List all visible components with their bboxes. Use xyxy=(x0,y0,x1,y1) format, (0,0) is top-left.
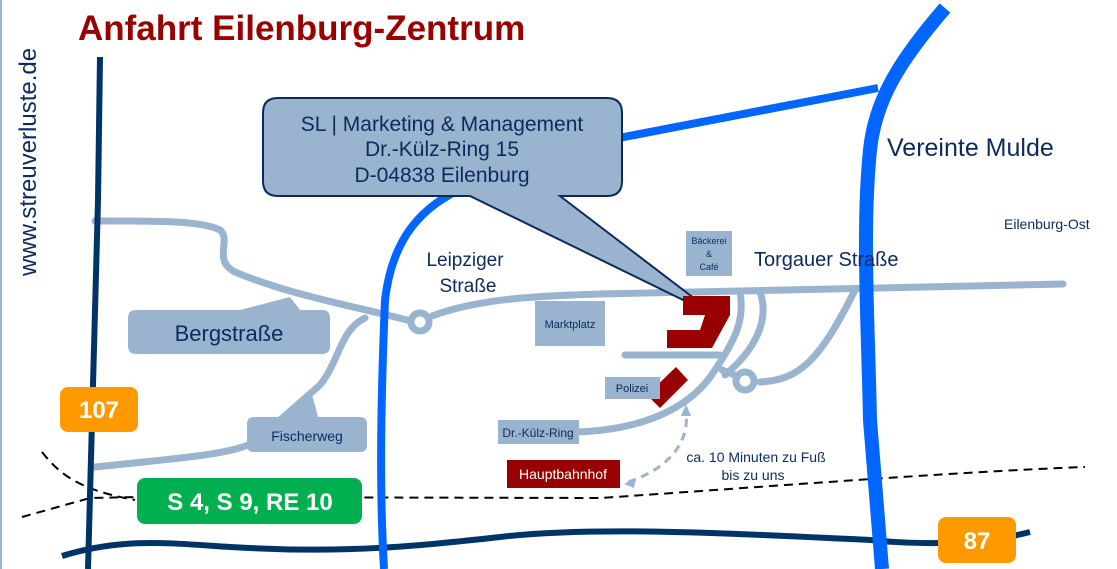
b107-text: 107 xyxy=(79,397,119,424)
river-vereinte-mulde xyxy=(377,3,951,569)
walk-arrow-left-icon xyxy=(624,478,636,488)
callout-bubble xyxy=(262,97,721,319)
river-west-arm xyxy=(377,181,472,569)
main-roads xyxy=(61,56,1031,569)
train-lines-text: S 4, S 9, RE 10 xyxy=(167,489,332,516)
railway-branch xyxy=(41,451,136,501)
badge-b107: 107 xyxy=(60,387,138,432)
fischerweg-text: Fischerweg xyxy=(271,428,343,444)
river-main xyxy=(858,3,951,569)
polizei-text: Polizei xyxy=(616,383,648,395)
label-dr-kuelz-ring: Dr.-Külz-Ring xyxy=(498,420,579,444)
office-building[interactable] xyxy=(667,296,730,348)
address-callout: SL | Marketing & Management Dr.-Külz-Rin… xyxy=(262,97,721,319)
callout-street: Dr.-Külz-Ring 15 xyxy=(365,138,519,161)
b87-text: 87 xyxy=(964,528,991,555)
river-link xyxy=(597,84,879,146)
callout-company: SL | Marketing & Management xyxy=(301,113,584,136)
baeckerei-text: Bäckerei xyxy=(691,236,726,246)
page-title: Anfahrt Eilenburg-Zentrum xyxy=(78,9,525,48)
label-fischerweg: Fischerweg xyxy=(247,394,367,452)
walk-destination-text: bis zu uns xyxy=(721,467,784,483)
river-label: Vereinte Mulde xyxy=(887,134,1054,162)
railway xyxy=(21,451,1086,518)
hauptbahnhof-text: Hauptbahnhof xyxy=(519,466,607,482)
walking-route xyxy=(627,411,688,484)
street-east-link xyxy=(756,286,859,386)
label-bergstrasse: Bergstraße xyxy=(128,297,330,354)
ampersand-text: & xyxy=(706,249,712,259)
label-polizei: Polizei xyxy=(605,377,660,399)
torgauer-strasse-label: Torgauer Straße xyxy=(754,249,899,271)
railway-main xyxy=(21,466,1086,518)
road-b87 xyxy=(61,528,1031,559)
marktplatz-text: Marktplatz xyxy=(545,319,596,331)
website-url[interactable]: www.streuverluste.de xyxy=(15,48,42,277)
label-baeckerei-cafe: Bäckerei & Café xyxy=(686,231,732,276)
roundabout-east xyxy=(732,368,758,394)
eilenburg-ost-label: Eilenburg-Ost xyxy=(1004,216,1090,232)
street-torgauer xyxy=(428,280,1067,320)
label-marktplatz: Marktplatz xyxy=(535,301,605,346)
leipziger-label-line1: Leipziger xyxy=(426,250,504,271)
dr-kuelz-ring-text: Dr.-Külz-Ring xyxy=(502,426,573,440)
street-dr-kuelz-ring xyxy=(571,288,745,436)
walk-arrow-up-icon xyxy=(681,404,691,416)
bergstrasse-text: Bergstraße xyxy=(175,321,284,346)
label-hauptbahnhof[interactable]: Hauptbahnhof xyxy=(507,460,620,488)
walk-time-text: ca. 10 Minuten zu Fuß xyxy=(686,449,825,465)
road-b107 xyxy=(85,56,103,569)
badge-b87: 87 xyxy=(938,517,1016,563)
roundabout-leipziger xyxy=(407,309,433,335)
streets xyxy=(91,217,1067,471)
badge-train-lines: S 4, S 9, RE 10 xyxy=(137,478,362,524)
callout-city: D-04838 Eilenburg xyxy=(354,164,529,187)
street-ring-inner xyxy=(721,288,767,379)
street-bergstrasse xyxy=(91,217,419,326)
leipziger-label-line2: Straße xyxy=(439,276,496,297)
cafe-text: Café xyxy=(699,262,718,272)
